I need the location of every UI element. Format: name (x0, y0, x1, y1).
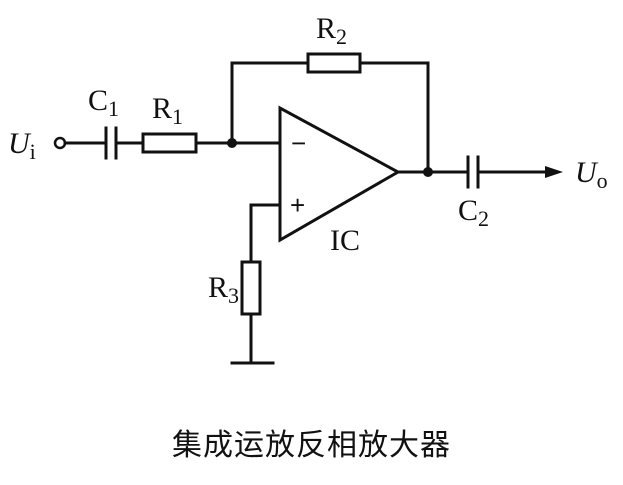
plus-sign: + (290, 190, 305, 220)
opamp-ic (278, 105, 402, 243)
label-c2: C2 (458, 194, 489, 231)
label-r3: R3 (208, 271, 239, 308)
label-output: Uo (575, 156, 608, 193)
resistor-r1 (141, 132, 198, 154)
label-c1: C1 (88, 84, 119, 121)
resistor-r2 (306, 52, 362, 74)
label-input: Ui (8, 127, 36, 164)
wire-feedback-right (358, 61, 430, 174)
diagram-caption: 集成运放反相放大器 (172, 428, 451, 463)
output-arrow-icon (545, 166, 563, 178)
minus-sign: − (291, 128, 306, 158)
wire-plus-r3 (249, 203, 282, 264)
resistor-r3 (240, 260, 262, 316)
label-r1: R1 (152, 92, 183, 129)
label-ic: IC (330, 224, 360, 257)
label-r2: R2 (316, 12, 347, 49)
wire-feedback-left (230, 61, 310, 145)
